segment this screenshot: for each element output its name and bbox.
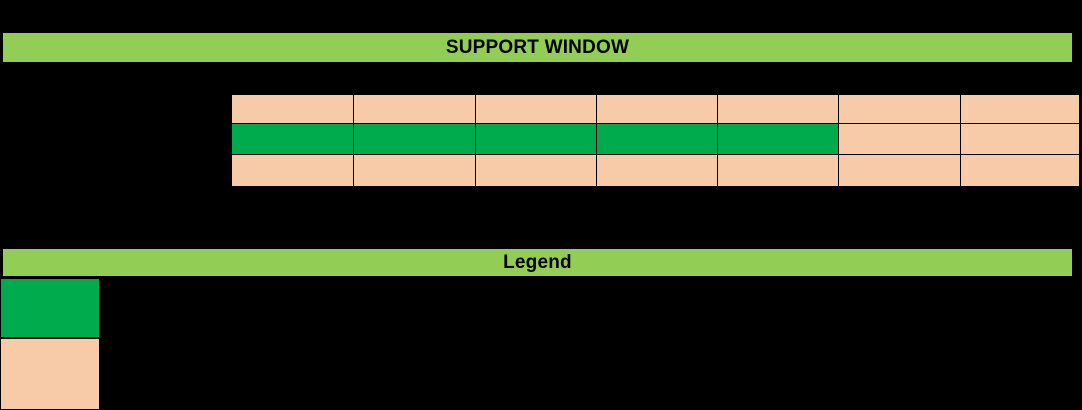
support-cell-r1-c2 [476,124,597,155]
support-cell-r2-c2 [476,155,597,186]
legend-label-unsupported [100,338,1082,410]
support-cell-r0-c1 [354,95,476,124]
support-cell-r0-c6 [961,95,1079,124]
support-window-banner: SUPPORT WINDOW [3,33,1072,62]
support-window-title: SUPPORT WINDOW [445,36,630,58]
support-cell-r0-c0 [232,95,354,124]
support-cell-r1-c1 [354,124,476,155]
support-cell-r0-c2 [476,95,597,124]
support-cell-r1-c5 [839,124,961,155]
support-cell-r1-c6 [961,124,1079,155]
legend-swatch-unsupported [0,338,100,410]
support-cell-r0-c3 [597,95,718,124]
support-cell-r2-c5 [839,155,961,186]
support-cell-r2-c1 [354,155,476,186]
support-cell-r2-c0 [232,155,354,186]
legend-swatch-supported [0,278,100,338]
support-cell-r1-c0 [232,124,354,155]
support-cell-r0-c4 [718,95,839,124]
legend-entry-unsupported [0,338,1082,410]
legend-label-supported [100,278,1082,338]
legend-title: Legend [503,251,572,273]
support-cell-r2-c4 [718,155,839,186]
legend-entry-supported [0,278,1082,338]
support-cell-r1-c3 [597,124,718,155]
legend-banner: Legend [3,249,1072,276]
support-cell-r2-c3 [597,155,718,186]
support-cell-r0-c5 [839,95,961,124]
support-cell-r2-c6 [961,155,1079,186]
support-window-grid [231,94,1079,186]
support-cell-r1-c4 [718,124,839,155]
